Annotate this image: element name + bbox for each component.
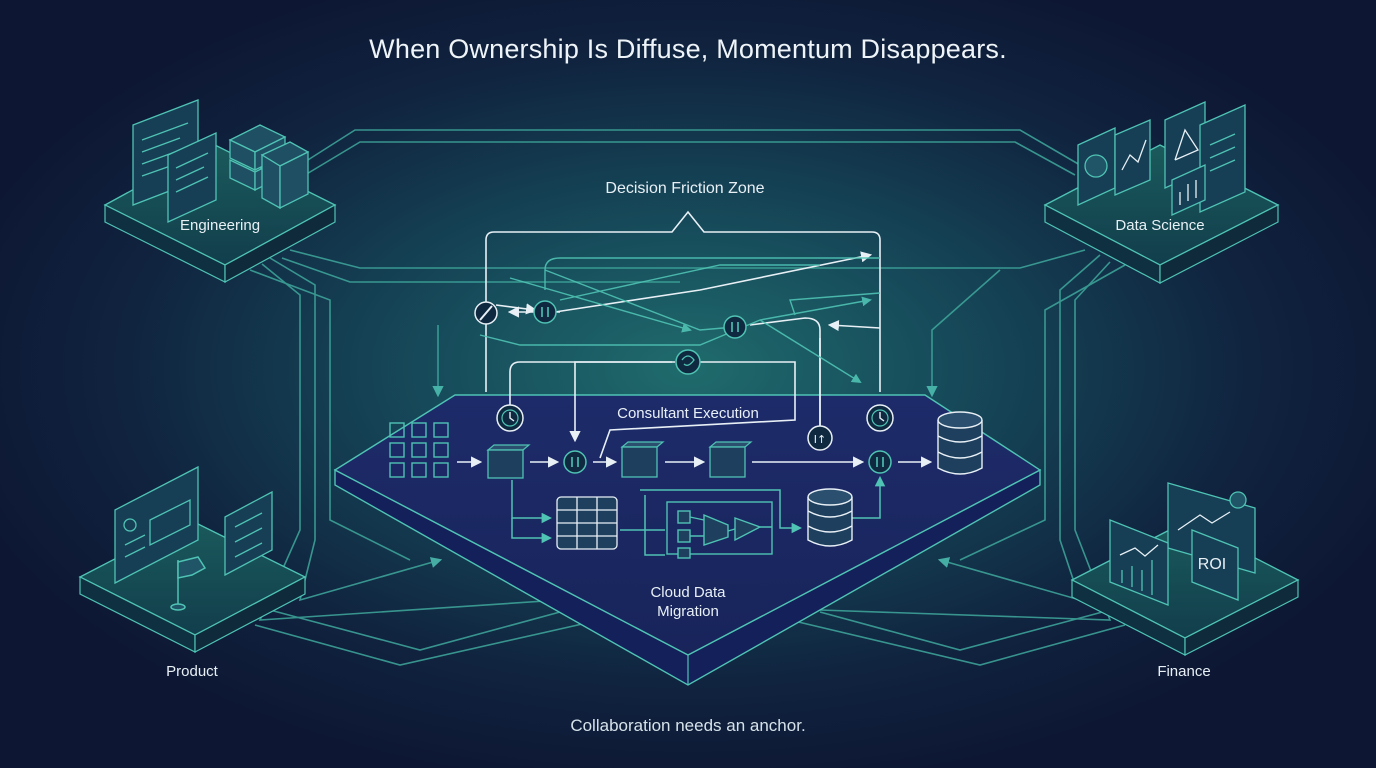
pause-node-icon [723,315,747,339]
growth-chart-icon [1109,519,1169,606]
data-science-pad [1043,100,1280,284]
transform-module-icon [666,501,773,559]
data-science-label: Data Science [1115,217,1205,234]
route-eng-center [281,257,680,283]
stage-box-icon [620,441,665,478]
stage-box-icon [486,444,531,479]
conflict-node-icon [807,425,833,451]
route-finance-center [819,609,1111,651]
route-eng-ds-top-2 [304,141,1076,176]
route-product-center-2 [254,619,601,666]
source-grid-icon [389,422,449,478]
finance-label: Finance [1157,663,1211,680]
cloud-migration-label: Cloud Data Migration [598,583,778,621]
cloud-migration-line-1: Cloud Data [650,584,726,601]
staging-database-icon [807,488,853,547]
page-title: When Ownership Is Diffuse, Momentum Disa… [369,34,1007,64]
pipeline [389,411,983,559]
table-icon [556,496,618,550]
stage-box-icon [708,441,753,478]
roi-label: ROI [1198,556,1226,573]
server-rack-icon [228,124,310,210]
target-database-icon [937,411,983,475]
roi-card-icon [1191,529,1239,601]
route-right-3 [959,264,1126,561]
loop-node-icon [675,349,701,375]
route-right-outer [937,254,1101,602]
friction-zone-label: Decision Friction Zone [605,180,765,197]
route-eng-ds-top-1 [299,129,1081,166]
checklist-icon [224,490,273,577]
route-product-center [269,609,561,651]
pause-node-icon [563,450,587,474]
product-label: Product [166,663,218,680]
product-pad [78,465,307,653]
friction-nodes: I↑ [474,300,894,451]
footer-caption: Collaboration needs an anchor. [570,716,806,735]
route-finance-center-2 [789,619,1126,666]
route-left-outer [269,257,443,602]
engineering-label: Engineering [179,217,261,234]
connector-routes [249,129,1126,666]
engineering-pad [103,99,337,284]
friction-zone-bracket [485,210,881,392]
conflict-glyph: I↑ [814,433,826,446]
wrench-glyph-icon [479,305,493,321]
flag-icon [170,556,207,611]
wireframe-icon [114,465,199,585]
friction-tangle [479,257,881,384]
route-down-right [926,269,1001,398]
route-left-3 [249,269,411,561]
finance-pad: ROI [1070,482,1300,656]
cloud-migration-line-2: Migration [657,603,719,620]
code-window-icon [167,131,217,224]
consultant-execution-label: Consultant Execution [617,405,759,422]
pause-node-icon [868,450,892,474]
pause-node-icon [533,300,557,324]
route-eng-ds-mid [289,249,1086,269]
